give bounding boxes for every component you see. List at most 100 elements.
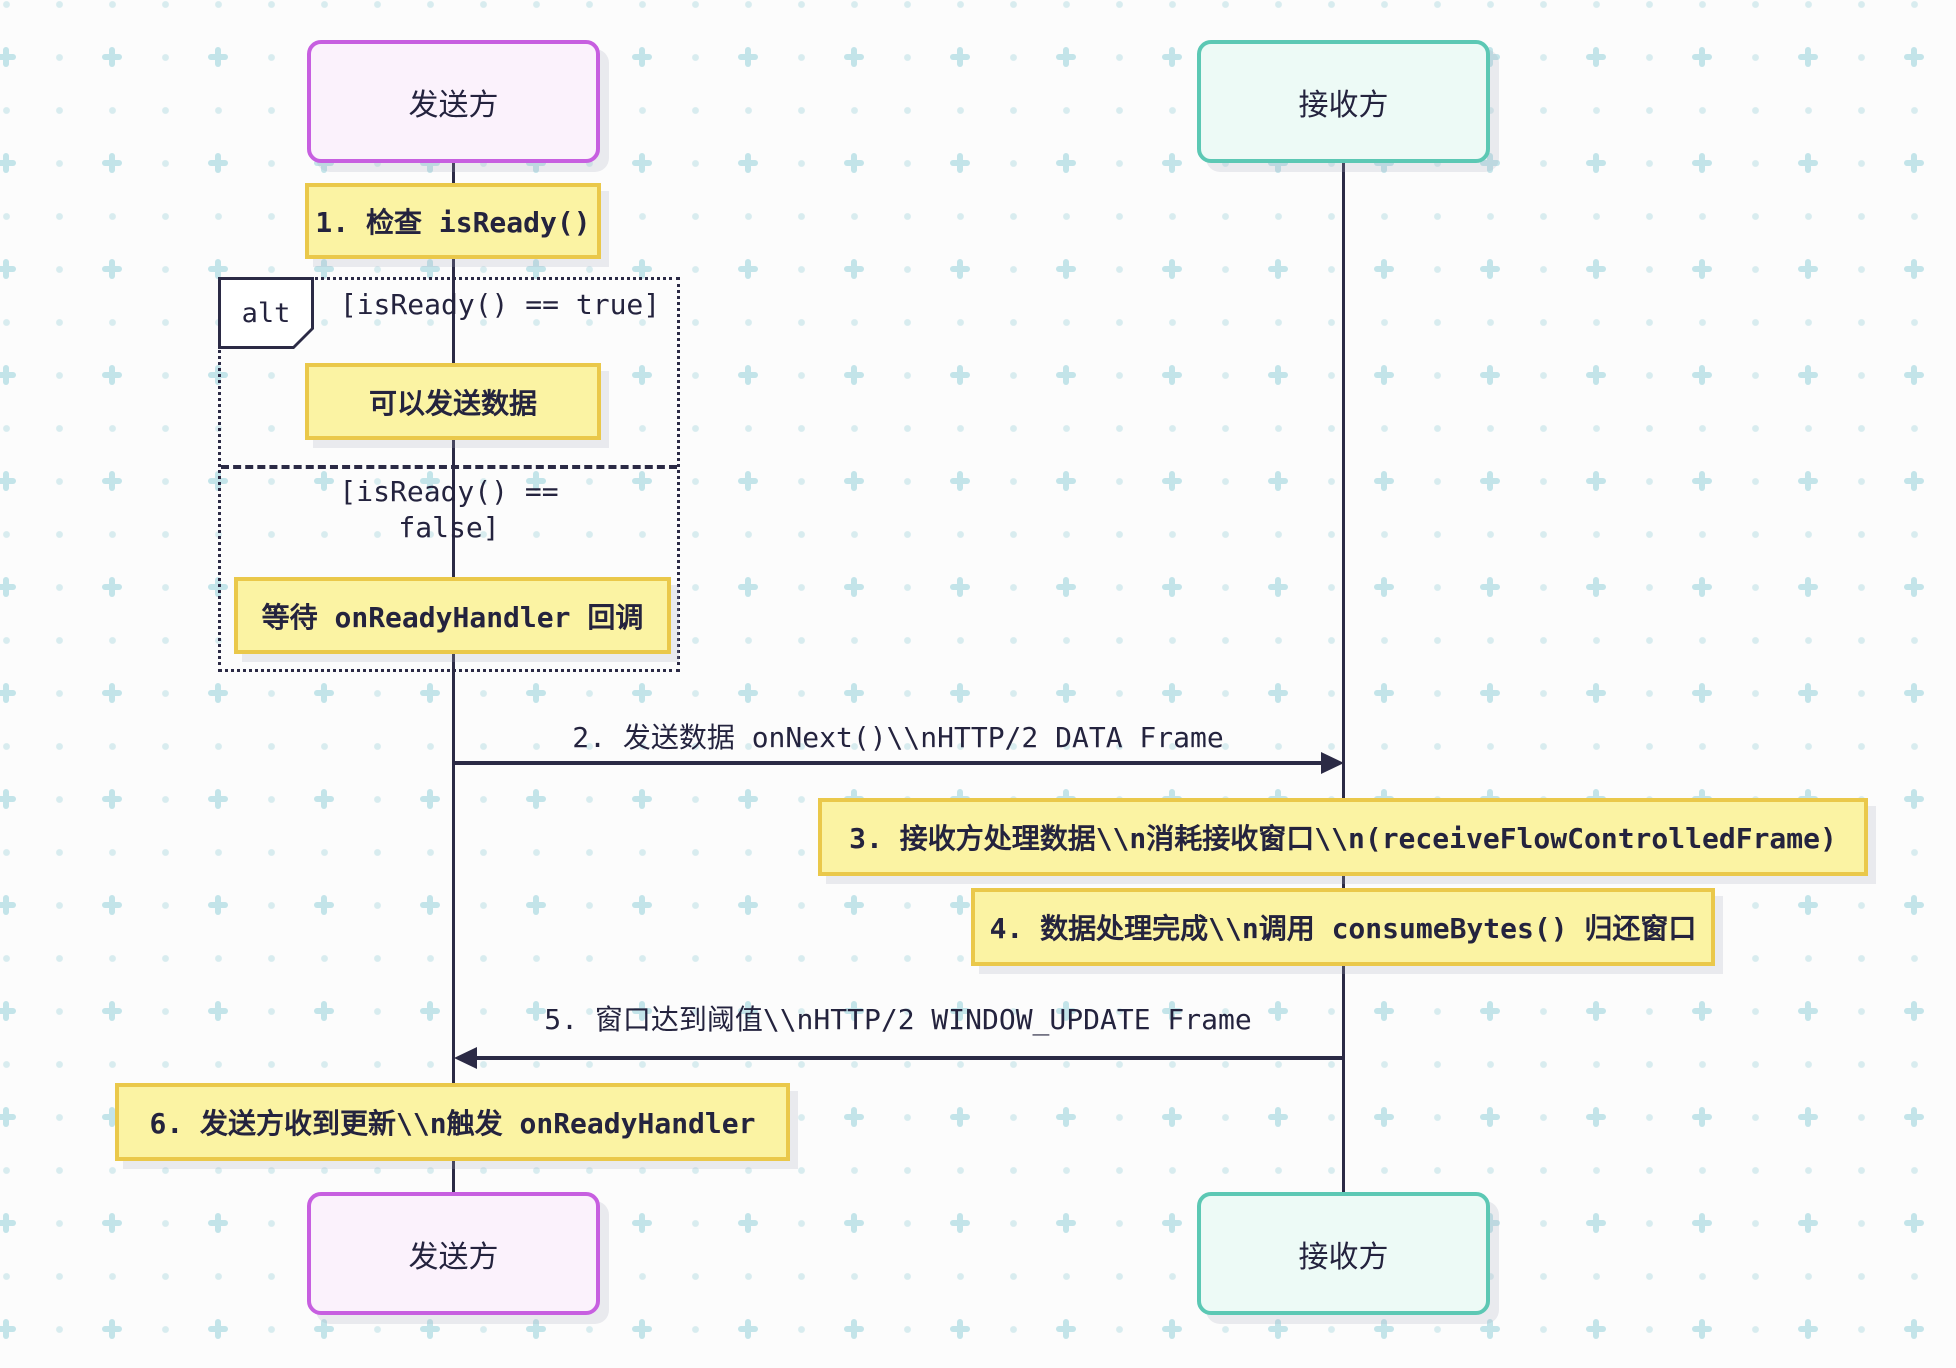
grid-plus-icon bbox=[526, 895, 546, 915]
grid-plus-icon bbox=[844, 259, 864, 279]
alt-condition-true: [isReady() == true] bbox=[339, 288, 661, 321]
grid-plus-icon bbox=[102, 1001, 122, 1021]
note-step6-text: 6. 发送方收到更新\\n触发 onReadyHandler bbox=[149, 1107, 756, 1140]
message-step2-arrowhead-icon bbox=[1321, 752, 1344, 774]
grid-plus-icon bbox=[1480, 259, 1500, 279]
grid-plus-icon bbox=[1904, 683, 1924, 703]
grid-plus-icon bbox=[1162, 577, 1182, 597]
note-step6: 6. 发送方收到更新\\n触发 onReadyHandler bbox=[115, 1083, 790, 1161]
grid-plus-icon bbox=[1586, 47, 1606, 67]
grid-plus-icon bbox=[1162, 1319, 1182, 1339]
grid-plus-icon bbox=[526, 789, 546, 809]
grid-plus-icon bbox=[1480, 683, 1500, 703]
grid-plus-icon bbox=[1586, 1001, 1606, 1021]
grid-plus-icon bbox=[844, 1213, 864, 1233]
grid-plus-icon bbox=[0, 259, 16, 279]
grid-plus-icon bbox=[1692, 259, 1712, 279]
grid-plus-icon bbox=[1586, 1213, 1606, 1233]
grid-plus-icon bbox=[0, 789, 16, 809]
grid-plus-icon bbox=[1374, 1107, 1394, 1127]
grid-plus-icon bbox=[1798, 471, 1818, 491]
grid-plus-icon bbox=[844, 577, 864, 597]
grid-plus-icon bbox=[102, 47, 122, 67]
grid-plus-icon bbox=[1162, 259, 1182, 279]
grid-plus-icon bbox=[1904, 365, 1924, 385]
actor-box-sender-top: 发送方 bbox=[307, 40, 600, 163]
note-step1: 1. 检查 isReady() bbox=[305, 183, 601, 259]
grid-plus-icon bbox=[1586, 471, 1606, 491]
actor-label-receiver-bottom: 接收方 bbox=[1298, 1239, 1389, 1275]
grid-plus-icon bbox=[738, 47, 758, 67]
grid-plus-icon bbox=[1056, 1213, 1076, 1233]
grid-plus-icon bbox=[1692, 1001, 1712, 1021]
grid-plus-icon bbox=[738, 789, 758, 809]
grid-plus-icon bbox=[1904, 577, 1924, 597]
grid-plus-icon bbox=[844, 683, 864, 703]
grid-plus-icon bbox=[1904, 259, 1924, 279]
grid-plus-icon bbox=[1480, 471, 1500, 491]
grid-plus-icon bbox=[102, 1213, 122, 1233]
grid-plus-icon bbox=[420, 683, 440, 703]
grid-plus-icon bbox=[1480, 365, 1500, 385]
grid-plus-icon bbox=[1268, 259, 1288, 279]
grid-plus-icon bbox=[0, 1001, 16, 1021]
grid-plus-icon bbox=[0, 683, 16, 703]
note-step4: 4. 数据处理完成\\n调用 consumeBytes() 归还窗口 bbox=[971, 888, 1715, 966]
grid-plus-icon bbox=[1798, 577, 1818, 597]
grid-plus-icon bbox=[632, 1213, 652, 1233]
grid-plus-icon bbox=[102, 895, 122, 915]
grid-plus-icon bbox=[844, 153, 864, 173]
grid-plus-icon bbox=[844, 471, 864, 491]
grid-plus-icon bbox=[1056, 577, 1076, 597]
grid-plus-icon bbox=[1056, 683, 1076, 703]
alt-label-text: alt bbox=[221, 280, 311, 346]
grid-plus-icon bbox=[208, 259, 228, 279]
grid-plus-icon bbox=[208, 1001, 228, 1021]
actor-box-receiver-bottom: 接收方 bbox=[1197, 1192, 1490, 1315]
grid-plus-icon bbox=[1056, 47, 1076, 67]
grid-plus-icon bbox=[102, 683, 122, 703]
alt-frame bbox=[218, 277, 680, 672]
grid-plus-icon bbox=[738, 1319, 758, 1339]
grid-plus-icon bbox=[314, 789, 334, 809]
grid-plus-icon bbox=[950, 1107, 970, 1127]
grid-plus-icon bbox=[1904, 471, 1924, 491]
note-wait: 等待 onReadyHandler 回调 bbox=[234, 577, 671, 654]
grid-plus-icon bbox=[1268, 471, 1288, 491]
grid-plus-icon bbox=[632, 895, 652, 915]
grid-plus-icon bbox=[208, 47, 228, 67]
grid-plus-icon bbox=[1374, 577, 1394, 597]
grid-plus-icon bbox=[738, 471, 758, 491]
alt-label: alt bbox=[218, 277, 314, 349]
grid-plus-icon bbox=[738, 1213, 758, 1233]
grid-plus-icon bbox=[1268, 577, 1288, 597]
grid-plus-icon bbox=[738, 577, 758, 597]
grid-plus-icon bbox=[1056, 153, 1076, 173]
grid-plus-icon bbox=[1374, 259, 1394, 279]
grid-plus-icon bbox=[950, 471, 970, 491]
note-can-send-text: 可以发送数据 bbox=[368, 386, 537, 420]
grid-plus-icon bbox=[1798, 47, 1818, 67]
grid-plus-icon bbox=[102, 789, 122, 809]
grid-plus-icon bbox=[208, 789, 228, 809]
grid-plus-icon bbox=[1480, 1107, 1500, 1127]
actor-label-receiver-top: 接收方 bbox=[1298, 87, 1389, 123]
grid-plus-icon bbox=[102, 1319, 122, 1339]
grid-plus-icon bbox=[950, 47, 970, 67]
message-step2-text: 2. 发送数据 onNext()\\nHTTP/2 DATA Frame bbox=[572, 721, 1224, 754]
message-step5-arrowhead-icon bbox=[454, 1047, 477, 1069]
grid-plus-icon bbox=[1586, 1319, 1606, 1339]
grid-plus-icon bbox=[1798, 365, 1818, 385]
grid-plus-icon bbox=[1798, 683, 1818, 703]
grid-plus-icon bbox=[1162, 153, 1182, 173]
grid-plus-icon bbox=[1904, 895, 1924, 915]
grid-plus-icon bbox=[526, 1319, 546, 1339]
grid-plus-icon bbox=[102, 577, 122, 597]
note-step3-text: 3. 接收方处理数据\\n消耗接收窗口\\n(receiveFlowContro… bbox=[849, 822, 1837, 855]
grid-plus-icon bbox=[208, 1213, 228, 1233]
grid-plus-icon bbox=[1904, 47, 1924, 67]
grid-plus-icon bbox=[1798, 1001, 1818, 1021]
grid-plus-icon bbox=[1692, 471, 1712, 491]
grid-plus-icon bbox=[632, 789, 652, 809]
